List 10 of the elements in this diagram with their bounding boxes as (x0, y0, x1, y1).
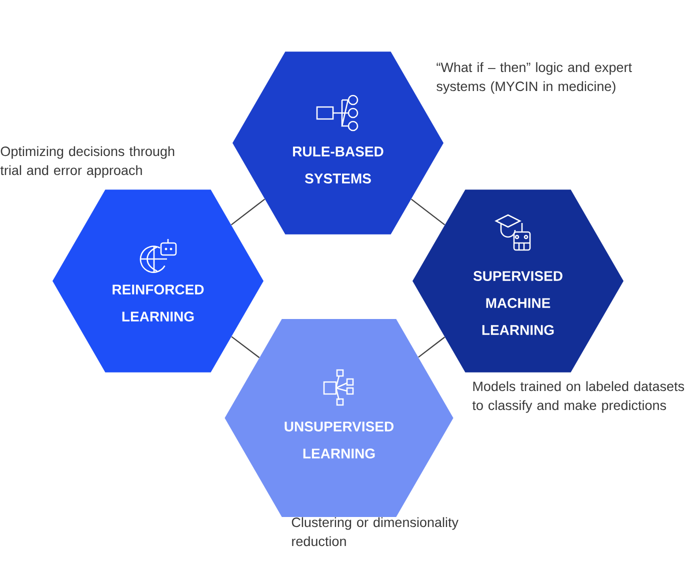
hexagon: SUPERVISED MACHINE LEARNING (412, 190, 624, 372)
description-text: Optimizing decisions through trial and error approach (0, 146, 174, 178)
connector-line (418, 336, 446, 358)
description-text: Clustering or dimensionality reduction (292, 517, 458, 546)
connector-line (231, 336, 260, 358)
connector-line (230, 198, 266, 226)
connector-line (410, 198, 446, 226)
hexagon: UNSUPERVISED LEARNING (224, 319, 454, 517)
description-text: Models trained on labeled datasets to classify and make predictions (472, 381, 684, 413)
hexagon: REINFORCED LEARNING (52, 190, 264, 372)
